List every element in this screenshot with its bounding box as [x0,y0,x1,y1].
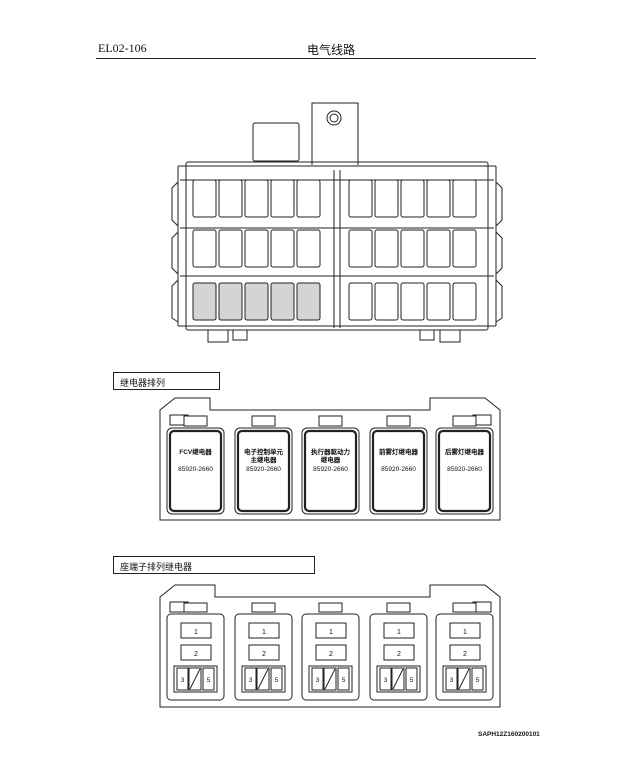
terminal-1-label: 1 [329,629,333,636]
relay-cavity [452,179,477,218]
terminal-1-label: 1 [262,629,266,636]
relay-cavity [218,282,243,321]
figure-code: SAPH12Z160200101 [478,731,540,738]
relay-part-number: 85920-2660 [178,466,213,473]
relay-cavity [426,179,451,218]
terminal-3-label: 3 [181,677,185,684]
terminal-5-label: 5 [476,677,480,684]
relay-cavity [374,179,399,218]
relay-cavity [348,179,373,218]
terminal-5-label: 5 [342,677,346,684]
page-code: EL02-106 [98,41,147,55]
relay-slot: FCV继电器 85920-2660 [166,415,225,515]
terminal-socket: 1 2 3 5 [234,602,293,701]
relay-cavity [270,229,295,268]
relay-box-top-view [171,102,503,343]
relay-cavity [296,179,321,218]
relay-cavity [192,282,217,321]
relay-cavity [400,229,425,268]
terminal-socket: 1 2 3 5 [435,602,494,701]
relay-cavity [218,229,243,268]
relay-cavity [374,282,399,321]
relay-layout-label: 继电器排列 [113,372,220,390]
relay-name: 主继电器 [251,455,278,464]
terminal-socket: 1 2 3 5 [166,602,225,701]
relay-cavity [244,282,269,321]
relay-cavity [218,179,243,218]
terminal-1-label: 1 [397,629,401,636]
relay-name: 电子控制单元 [244,447,284,456]
relay-name: 后雾灯继电器 [445,447,485,456]
terminal-2-label: 2 [194,651,198,658]
relay-list: FCV继电器85920-2660电子控制单元主继电器85920-2660执行器驱… [166,415,494,515]
page-title: 电气线路 [307,43,356,57]
header-rule [96,58,536,59]
mounting-bracket [311,102,359,165]
relay-name: FCV继电器 [179,447,212,456]
relay-cavity [244,229,269,268]
relay-cavity [270,282,295,321]
terminal-2-label: 2 [463,651,467,658]
terminal-5-label: 5 [207,677,211,684]
relay-cavity [426,282,451,321]
relay-cavity [452,282,477,321]
terminal-socket: 1 2 3 5 [369,602,428,701]
terminal-2-label: 2 [397,651,401,658]
relay-cavity [192,229,217,268]
relay-cavity [270,179,295,218]
relay-cavity [192,179,217,218]
relay-cavity [452,229,477,268]
relay-cavity [374,229,399,268]
relay-cavity [296,229,321,268]
terminal-1-label: 1 [194,629,198,636]
terminal-layout-label: 座端子排列继电器 [113,556,315,574]
relay-name: 执行器驱动力 [311,447,351,456]
terminal-3-label: 3 [450,677,454,684]
terminal-5-label: 5 [410,677,414,684]
relay-cavity [400,179,425,218]
terminal-3-label: 3 [384,677,388,684]
terminal-3-label: 3 [249,677,253,684]
relay-slot: 后雾灯继电器 85920-2660 [435,415,494,515]
relay-part-number: 85920-2660 [381,466,416,473]
relay-cavity [296,282,321,321]
relay-part-number: 85920-2660 [313,466,348,473]
relay-slot: 前雾灯继电器 85920-2660 [369,415,428,515]
relay-name: 前雾灯继电器 [379,447,419,456]
terminal-1-label: 1 [463,629,467,636]
relay-part-number: 85920-2660 [447,466,482,473]
box-outline [185,161,489,331]
connector-housing [252,122,300,162]
relay-name: 继电器 [321,455,341,464]
terminal-socket: 1 2 3 5 [301,602,360,701]
terminal-list: 1 2 3 5 1 2 3 5 1 2 3 5 1 2 3 5 1 2 3 5 [166,602,494,701]
relay-cavity-grid [192,179,477,321]
relay-cavity [400,282,425,321]
terminal-2-label: 2 [262,651,266,658]
relay-cavity [426,229,451,268]
terminal-3-label: 3 [316,677,320,684]
terminal-5-label: 5 [275,677,279,684]
terminal-2-label: 2 [329,651,333,658]
relay-cavity [348,282,373,321]
relay-cavity [244,179,269,218]
relay-cavity [348,229,373,268]
relay-part-number: 85920-2660 [246,466,281,473]
mounting-hole [326,110,342,126]
